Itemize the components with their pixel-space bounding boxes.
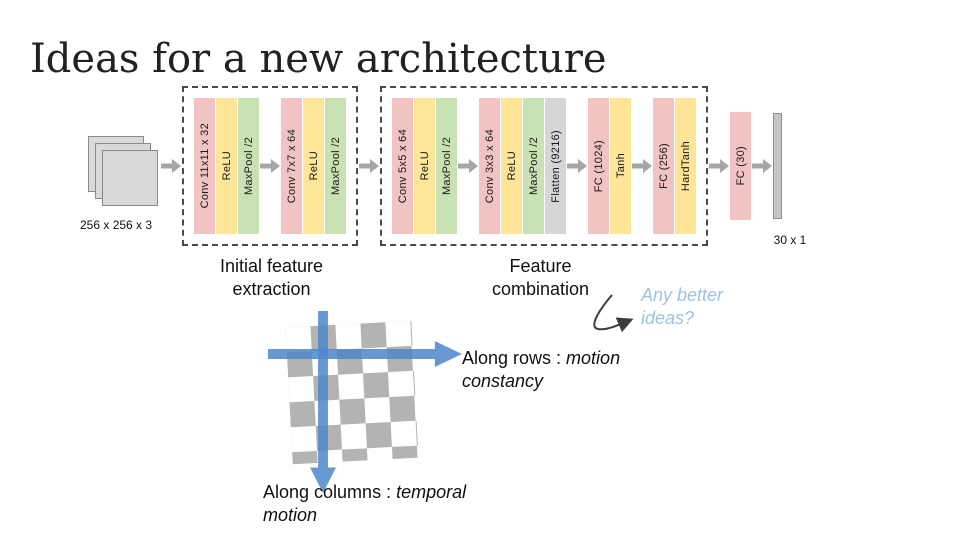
flow-arrow-icon (260, 159, 280, 173)
output-size-label: 30 x 1 (773, 233, 807, 247)
along-columns-prefix: Along columns : (263, 482, 397, 502)
layer-label: Conv 5x5 x 64 (396, 128, 409, 204)
layer-block-maxpool-2: MaxPool /2 (238, 98, 259, 234)
layer-cluster: FC (256) HardTanh (653, 98, 696, 234)
input-image-layer (102, 150, 158, 206)
layer-block-maxpool-2: MaxPool /2 (325, 98, 346, 234)
layer-label: MaxPool /2 (440, 136, 453, 196)
layer-label: FC (30) (734, 146, 747, 186)
layer-label: Flatten (9216) (549, 129, 562, 203)
layer-cluster: Conv 11x11 x 32 ReLU MaxPool /2 (194, 98, 259, 234)
flow-arrow-icon (567, 159, 587, 173)
layer-label: ReLU (307, 151, 320, 181)
layer-block-relu: ReLU (501, 98, 522, 234)
layer-block-fc-256: FC (256) (653, 98, 674, 234)
checkerboard-image (285, 320, 419, 465)
flow-arrow-icon (709, 159, 729, 173)
layer-block-conv-7x7-x-64: Conv 7x7 x 64 (281, 98, 302, 234)
layer-block-fc-1024: FC (1024) (588, 98, 609, 234)
layer-block-relu: ReLU (414, 98, 435, 234)
layer-block-flatten-9216: Flatten (9216) (545, 98, 566, 234)
layer-label: Conv 7x7 x 64 (285, 128, 298, 204)
flow-arrow-icon (359, 159, 379, 173)
input-image-stack (88, 136, 162, 214)
layer-block-tanh: Tanh (610, 98, 631, 234)
layer-block-fc-30: FC (30) (730, 112, 751, 220)
group-label-initial-feature-extraction: Initial feature extraction (219, 256, 324, 299)
layer-label: ReLU (418, 151, 431, 181)
flow-arrow-icon (752, 159, 772, 173)
curved-arrow-icon (593, 294, 634, 333)
layer-label: Conv 3x3 x 64 (483, 128, 496, 204)
layer-label: MaxPool /2 (242, 136, 255, 196)
layer-cluster: FC (1024) Tanh (588, 98, 631, 234)
layer-block-conv-5x5-x-64: Conv 5x5 x 64 (392, 98, 413, 234)
layer-block-hardtanh: HardTanh (675, 98, 696, 234)
along-rows-note: Along rows : motion constancy (462, 347, 667, 394)
layer-label: MaxPool /2 (329, 136, 342, 196)
layer-cluster: FC (30) (730, 112, 751, 220)
layer-block-conv-11x11-x-32: Conv 11x11 x 32 (194, 98, 215, 234)
layer-cluster: Conv 7x7 x 64 ReLU MaxPool /2 (281, 98, 346, 234)
layer-block-conv-3x3-x-64: Conv 3x3 x 64 (479, 98, 500, 234)
along-columns-term: temporal motion (263, 482, 467, 526)
layer-block-relu: ReLU (303, 98, 324, 234)
layer-label: ReLU (220, 151, 233, 181)
layer-label: MaxPool /2 (527, 136, 540, 196)
any-better-ideas-note: Any better ideas? (641, 285, 724, 328)
layer-block-relu: ReLU (216, 98, 237, 234)
layer-label: Conv 11x11 x 32 (198, 123, 211, 209)
layer-block-maxpool-2: MaxPool /2 (523, 98, 544, 234)
along-rows-prefix: Along rows : (462, 348, 567, 368)
along-rows-term: motion constancy (462, 348, 621, 392)
page-title: Ideas for a new architecture (30, 36, 607, 82)
input-size-label: 256 x 256 x 3 (80, 218, 153, 232)
layer-cluster: Conv 5x5 x 64 ReLU MaxPool /2 (392, 98, 457, 234)
layer-cluster: Conv 3x3 x 64 ReLU MaxPool /2 Flatten (9216… (479, 98, 566, 234)
along-columns-note: Along columns : temporal motion (263, 481, 491, 528)
layer-label: ReLU (505, 151, 518, 181)
layer-label: HardTanh (679, 140, 692, 192)
group-label-feature-combination: Feature combination (491, 256, 590, 299)
flow-arrow-icon (161, 159, 181, 173)
layer-label: Tanh (614, 153, 627, 179)
layer-block-maxpool-2: MaxPool /2 (436, 98, 457, 234)
layer-label: FC (1024) (592, 139, 605, 193)
layer-label: FC (256) (657, 143, 670, 189)
output-vector-bar (773, 113, 782, 219)
flow-arrow-icon (632, 159, 652, 173)
flow-arrow-icon (458, 159, 478, 173)
